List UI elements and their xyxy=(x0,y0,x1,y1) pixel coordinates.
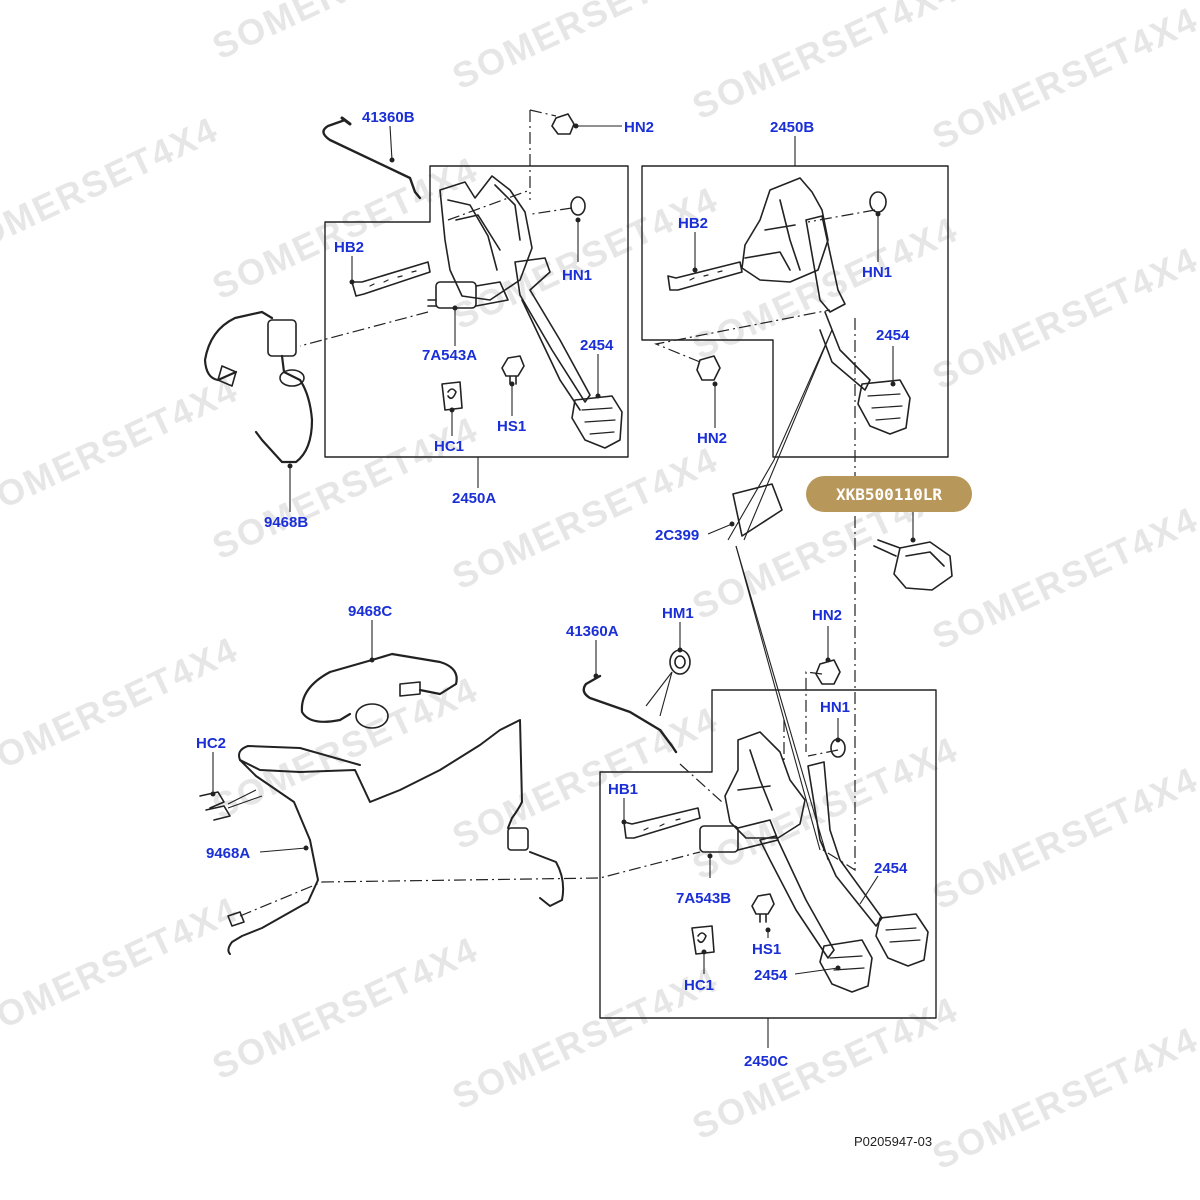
pipe-41360b xyxy=(322,118,422,200)
label-hb1[interactable]: HB1 xyxy=(608,781,638,798)
pedal-pad-c2 xyxy=(875,913,929,967)
watermark-text: SOMERSET4X4 xyxy=(0,368,244,527)
nut-hn1-a xyxy=(570,196,586,216)
nut-hn1-b xyxy=(869,191,887,213)
nut-hn2-mid xyxy=(696,355,721,381)
label-hb2-right[interactable]: HB2 xyxy=(678,215,708,232)
hose-9468b xyxy=(203,310,274,382)
label-hc2[interactable]: HC2 xyxy=(196,735,226,752)
watermark-text: SOMERSET4X4 xyxy=(0,108,224,267)
bolt-hb1 xyxy=(623,807,701,839)
label-9468c[interactable]: 9468C xyxy=(348,603,392,620)
watermark-text: SOMERSET4X4 xyxy=(926,1018,1200,1177)
watermark-text: SOMERSET4X4 xyxy=(0,888,244,1047)
label-2450c[interactable]: 2450C xyxy=(744,1053,788,1070)
label-2450b[interactable]: 2450B xyxy=(770,119,814,136)
pedal-pad-c1 xyxy=(819,939,873,993)
assembly-2450b xyxy=(641,165,953,591)
part-labels: 41360B HN2 2450B HB2 HN1 HB2 HN1 7A543A … xyxy=(196,109,910,1070)
highlight-badge[interactable]: XKB500110LR xyxy=(806,476,972,512)
clip-hc1-a xyxy=(441,381,463,411)
label-hm1[interactable]: HM1 xyxy=(662,605,694,622)
label-hn2-low[interactable]: HN2 xyxy=(812,607,842,624)
label-hs1-top[interactable]: HS1 xyxy=(497,418,526,435)
label-2454-a[interactable]: 2454 xyxy=(580,337,614,354)
nut-hn2-low xyxy=(815,659,841,685)
watermark-text: SOMERSET4X4 xyxy=(926,758,1200,917)
pedal-box-b xyxy=(741,177,829,283)
watermark-text: SOMERSET4X4 xyxy=(926,238,1200,397)
hose-9468c xyxy=(370,652,458,696)
pointer-dots xyxy=(210,123,916,971)
watermark-text: SOMERSET4X4 xyxy=(206,928,484,1087)
bolt-hb2-b xyxy=(667,261,743,291)
pedal-arm-c1 xyxy=(759,835,835,959)
pointer-lines xyxy=(212,125,914,1048)
label-hn2-mid[interactable]: HN2 xyxy=(697,430,727,447)
pedal-pad-a xyxy=(571,395,623,449)
pedal-box-c xyxy=(724,731,806,839)
switch-xkb500110lr xyxy=(893,541,953,591)
bolt-hb2-a xyxy=(351,261,431,297)
assembly-2450c xyxy=(599,659,937,1019)
master-cylinder-c xyxy=(699,825,739,853)
frame-2450a xyxy=(324,165,629,458)
clip-hc1-low xyxy=(691,925,715,955)
label-hc1-low[interactable]: HC1 xyxy=(684,977,714,994)
pedal-pad-b xyxy=(857,379,911,435)
screw-hs1-low xyxy=(751,893,775,923)
highlight-part-number: XKB500110LR xyxy=(836,485,942,504)
pedal-arm-b xyxy=(805,215,846,313)
nut-hn2-top xyxy=(551,113,575,135)
frame-2450b xyxy=(641,165,949,458)
label-2454-b[interactable]: 2454 xyxy=(876,327,910,344)
label-2454-c[interactable]: 2454 xyxy=(874,860,908,877)
pedal-arm-a xyxy=(514,257,591,403)
pedal-box-a xyxy=(439,175,533,301)
pipe-9468a xyxy=(238,719,523,829)
frame-2450c xyxy=(599,689,937,1019)
label-hn1-right[interactable]: HN1 xyxy=(862,264,892,281)
hose-group-9468 xyxy=(199,652,565,955)
assembly-2450a xyxy=(203,113,629,464)
watermark-text: SOMERSET4X4 xyxy=(206,408,484,567)
watermark-text: SOMERSET4X4 xyxy=(926,0,1200,157)
label-9468b[interactable]: 9468B xyxy=(264,514,308,531)
watermark-text: SOMERSET4X4 xyxy=(926,498,1200,657)
watermark-text: SOMERSET4X4 xyxy=(446,958,724,1117)
label-hn1-left[interactable]: HN1 xyxy=(562,267,592,284)
label-hs1-low[interactable]: HS1 xyxy=(752,941,781,958)
label-2c399[interactable]: 2C399 xyxy=(655,527,699,544)
clip-hc2 xyxy=(199,791,231,821)
watermark-text: SOMERSET4X4 xyxy=(206,148,484,307)
label-hc1-top[interactable]: HC1 xyxy=(434,438,464,455)
label-41360a[interactable]: 41360A xyxy=(566,623,619,640)
pipe-41360a xyxy=(582,674,678,754)
label-hn1-low[interactable]: HN1 xyxy=(820,699,850,716)
watermark-text: SOMERSET4X4 xyxy=(686,0,964,127)
label-2454-d[interactable]: 2454 xyxy=(754,967,788,984)
label-2450a[interactable]: 2450A xyxy=(452,490,496,507)
label-41360b[interactable]: 41360B xyxy=(362,109,415,126)
watermark-text: SOMERSET4X4 xyxy=(0,628,244,787)
label-7a543b[interactable]: 7A543B xyxy=(676,890,731,907)
watermark-text: SOMERSET4X4 xyxy=(446,438,724,597)
label-hn2-top[interactable]: HN2 xyxy=(624,119,654,136)
grommet-hm1 xyxy=(669,649,691,675)
watermark-text: SOMERSET4X4 xyxy=(446,178,724,337)
watermark-text: SOMERSET4X4 xyxy=(206,0,484,67)
label-7a543a[interactable]: 7A543A xyxy=(422,347,477,364)
watermark-text: SOMERSET4X4 xyxy=(446,0,724,97)
pad-cover-2c399 xyxy=(732,483,783,537)
label-hb2-left[interactable]: HB2 xyxy=(334,239,364,256)
screw-hs1-a xyxy=(501,355,525,385)
watermark-text: SOMERSET4X4 xyxy=(446,698,724,857)
watermark-text: SOMERSET4X4 xyxy=(686,988,964,1147)
drawing-number: P0205947-03 xyxy=(854,1134,932,1149)
label-9468a[interactable]: 9468A xyxy=(206,845,250,862)
